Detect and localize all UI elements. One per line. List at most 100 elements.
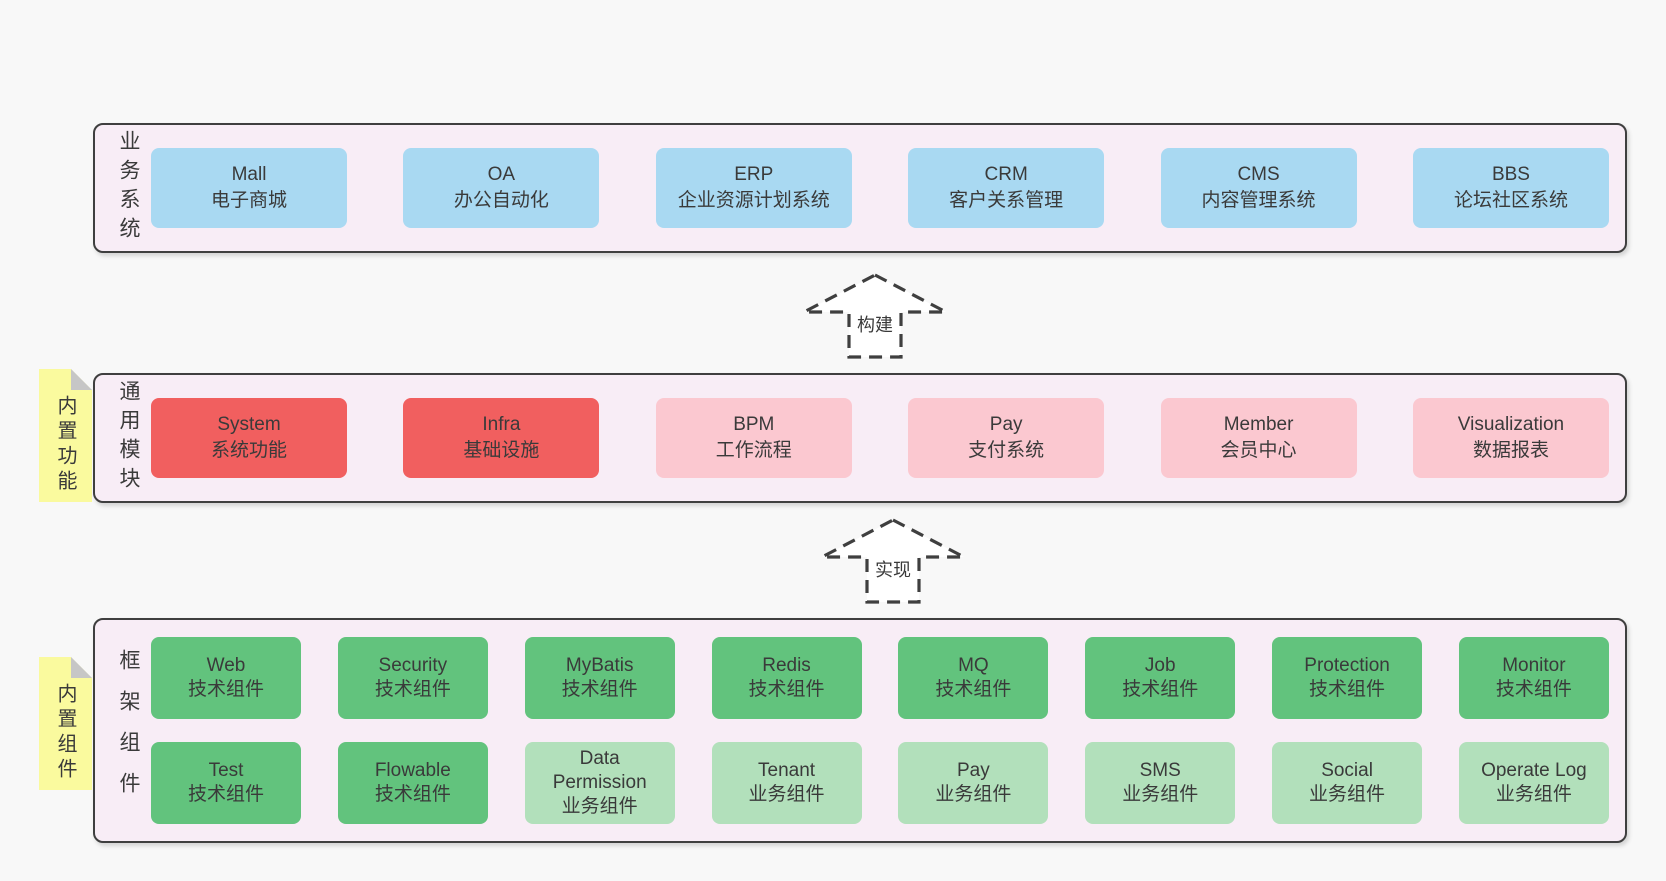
box-title: System [217, 414, 281, 435]
box-title: MyBatis [565, 655, 634, 676]
box-title: BBS [1491, 164, 1530, 185]
box-mybatis: MyBatis 技术组件 [524, 637, 675, 719]
box-visualization: Visualization 数据报表 [1412, 398, 1609, 478]
box-test: Test 技术组件 [151, 742, 301, 824]
box-crm: CRM 客户关系管理 [908, 148, 1105, 228]
box-subtitle: 技术组件 [374, 784, 451, 805]
box-title: BPM [733, 414, 775, 435]
box-title: Flowable [374, 760, 451, 781]
panel-common-modules: 通用模块 System 系统功能 Infra 基础设施 BPM 工作流程 Pay… [93, 373, 1627, 503]
box-subtitle: 技术组件 [1309, 679, 1386, 700]
box-subtitle: 技术组件 [1122, 679, 1199, 700]
box-title: Pay [957, 760, 990, 781]
component-box-row-2: Test 技术组件 Flowable 技术组件 Data Permission … [151, 742, 1609, 824]
box-subtitle: 业务组件 [935, 784, 1012, 805]
panel-framework-components: 框架组件 Web 技术组件 Security 技术组件 MyBatis 技术组件… [93, 618, 1627, 843]
box-subtitle: 工作流程 [715, 440, 792, 461]
box-subtitle: 技术组件 [1495, 679, 1572, 700]
box-title: ERP [734, 164, 774, 185]
component-box-row-1: Web 技术组件 Security 技术组件 MyBatis 技术组件 Redi… [151, 637, 1609, 719]
box-title: Security [378, 655, 448, 676]
box-subtitle: 数据报表 [1472, 440, 1549, 461]
box-bpm: BPM 工作流程 [655, 398, 852, 478]
sticky-built-in-components: 内置组件 [39, 657, 92, 790]
box-sms: SMS 业务组件 [1085, 742, 1236, 824]
arrow-implement-label: 实现 [875, 560, 911, 580]
arrow-build: 构建 [803, 273, 947, 359]
business-box-row: Mall 电子商城 OA 办公自动化 ERP 企业资源计划系统 CRM 客户关系… [151, 148, 1609, 228]
box-subtitle: 支付系统 [968, 440, 1045, 461]
box-title: Social [1321, 760, 1373, 781]
box-tenant: Tenant 业务组件 [711, 742, 862, 824]
box-subtitle: 基础设施 [463, 440, 540, 461]
box-job: Job 技术组件 [1085, 637, 1236, 719]
box-subtitle: 技术组件 [187, 679, 264, 700]
box-subtitle: 内容管理系统 [1201, 190, 1316, 211]
box-pay-component: Pay 业务组件 [898, 742, 1049, 824]
box-cms: CMS 内容管理系统 [1160, 148, 1357, 228]
box-flowable: Flowable 技术组件 [337, 742, 488, 824]
box-title: Visualization [1457, 414, 1565, 435]
box-title: Data Permission [552, 748, 647, 793]
arrow-label-bg [870, 559, 916, 580]
box-mall: Mall 电子商城 [151, 148, 347, 228]
arrow-build-label: 构建 [857, 315, 893, 335]
box-title: OA [487, 164, 516, 185]
box-title: Pay [989, 414, 1023, 435]
box-title: Infra [482, 414, 521, 435]
box-title: Job [1144, 655, 1176, 676]
box-redis: Redis 技术组件 [711, 637, 862, 719]
box-data-permission: Data Permission 业务组件 [524, 742, 675, 824]
box-subtitle: 业务组件 [561, 796, 638, 817]
panel-business-systems-label: 业务系统 [117, 130, 140, 246]
box-subtitle: 系统功能 [210, 440, 287, 461]
module-boxes: System 系统功能 Infra 基础设施 BPM 工作流程 Pay 支付系统… [151, 375, 1609, 501]
box-monitor: Monitor 技术组件 [1458, 637, 1609, 719]
box-title: Web [206, 655, 246, 676]
box-title: Member [1223, 414, 1294, 435]
box-title: MQ [958, 655, 989, 676]
box-erp: ERP 企业资源计划系统 [655, 148, 852, 228]
box-system: System 系统功能 [151, 398, 347, 478]
box-title: CRM [984, 164, 1028, 185]
box-protection: Protection 技术组件 [1272, 637, 1423, 719]
box-oa: OA 办公自动化 [403, 148, 600, 228]
business-boxes: Mall 电子商城 OA 办公自动化 ERP 企业资源计划系统 CRM 客户关系… [151, 125, 1609, 251]
component-boxes: Web 技术组件 Security 技术组件 MyBatis 技术组件 Redi… [151, 620, 1609, 841]
box-subtitle: 业务组件 [1122, 784, 1199, 805]
box-title: SMS [1139, 760, 1181, 781]
panel-framework-components-label: 框架组件 [117, 648, 140, 813]
box-title: CMS [1237, 164, 1280, 185]
box-subtitle: 办公自动化 [453, 190, 549, 211]
box-title: Test [208, 760, 244, 781]
box-title: Monitor [1502, 655, 1566, 676]
box-title: Mall [231, 164, 267, 185]
box-mq: MQ 技术组件 [898, 637, 1049, 719]
module-box-row: System 系统功能 Infra 基础设施 BPM 工作流程 Pay 支付系统… [151, 398, 1609, 478]
box-subtitle: 业务组件 [748, 784, 825, 805]
arrow-label-bg [852, 314, 898, 335]
box-social: Social 业务组件 [1272, 742, 1423, 824]
box-subtitle: 客户关系管理 [949, 190, 1064, 211]
box-web: Web 技术组件 [151, 637, 301, 719]
box-subtitle: 技术组件 [935, 679, 1012, 700]
panel-business-systems: 业务系统 Mall 电子商城 OA 办公自动化 ERP 企业资源计划系统 CRM… [93, 123, 1627, 253]
box-operate-log: Operate Log 业务组件 [1458, 742, 1609, 824]
box-member: Member 会员中心 [1160, 398, 1357, 478]
box-subtitle: 企业资源计划系统 [677, 190, 830, 211]
box-title: Protection [1304, 655, 1390, 676]
box-title: Redis [762, 655, 811, 676]
arrow-implement: 实现 [821, 518, 965, 604]
panel-common-modules-label: 通用模块 [117, 380, 140, 496]
box-infra: Infra 基础设施 [403, 398, 600, 478]
box-title: Operate Log [1481, 760, 1587, 781]
sticky-built-in-features: 内置功能 [39, 369, 92, 502]
box-subtitle: 会员中心 [1220, 440, 1297, 461]
box-bbs: BBS 论坛社区系统 [1412, 148, 1609, 228]
box-subtitle: 论坛社区系统 [1453, 190, 1568, 211]
box-subtitle: 技术组件 [561, 679, 638, 700]
box-title: Tenant [758, 760, 816, 781]
box-pay-system: Pay 支付系统 [908, 398, 1105, 478]
box-subtitle: 业务组件 [1309, 784, 1386, 805]
